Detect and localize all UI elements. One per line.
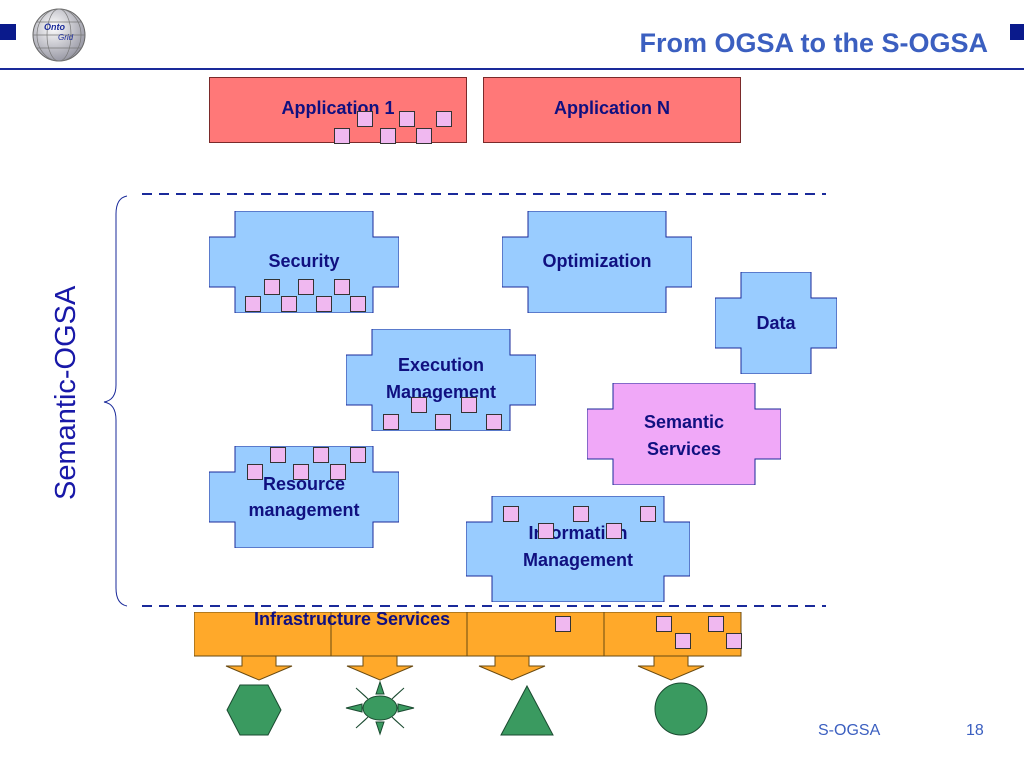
pink-square <box>316 296 332 312</box>
pink-square <box>383 414 399 430</box>
slide-title: From OGSA to the S-OGSA <box>639 28 988 58</box>
pink-square <box>334 128 350 144</box>
pink-square <box>435 414 451 430</box>
pink-square <box>298 279 314 295</box>
header-square-left <box>0 24 16 40</box>
pink-square <box>416 128 432 144</box>
infrastructure-services-bar: Infrastructure Services <box>194 609 742 682</box>
pink-square <box>399 111 415 127</box>
pink-square <box>656 616 672 632</box>
logo-text-grid: Grid <box>58 33 74 42</box>
semantic-ogsa-brace <box>103 195 128 607</box>
logo-text-onto: Onto <box>44 22 65 32</box>
pink-square <box>313 447 329 463</box>
pink-square <box>270 447 286 463</box>
pink-square <box>380 128 396 144</box>
pink-square <box>245 296 261 312</box>
sun-shape <box>345 680 415 736</box>
pink-square <box>330 464 346 480</box>
ontogrid-logo: Onto Grid <box>32 8 86 62</box>
pink-square <box>640 506 656 522</box>
infrastructure-label: Infrastructure Services <box>254 609 451 629</box>
hexagon-shape <box>226 684 282 736</box>
footer-label: S-OGSA <box>818 722 881 739</box>
pink-square <box>350 296 366 312</box>
header-square-right <box>1010 24 1024 40</box>
pink-square <box>708 616 724 632</box>
pink-square <box>247 464 263 480</box>
application-n-label: Application N <box>554 98 670 118</box>
header-divider <box>0 68 1024 70</box>
pink-square <box>334 279 350 295</box>
pink-square <box>350 447 366 463</box>
pink-square <box>555 616 571 632</box>
pink-square <box>675 633 691 649</box>
pink-square <box>486 414 502 430</box>
pink-square <box>503 506 519 522</box>
pink-square <box>606 523 622 539</box>
pink-square <box>436 111 452 127</box>
pink-square <box>293 464 309 480</box>
circle-shape <box>654 682 708 736</box>
pink-square <box>264 279 280 295</box>
pink-square <box>357 111 373 127</box>
pink-square <box>726 633 742 649</box>
pink-square <box>573 506 589 522</box>
pink-square <box>281 296 297 312</box>
application-n-box: Application N <box>483 77 741 143</box>
pink-square <box>461 397 477 413</box>
pink-square <box>411 397 427 413</box>
page-number: 18 <box>966 722 984 739</box>
triangle-shape <box>500 684 554 736</box>
pink-square <box>538 523 554 539</box>
